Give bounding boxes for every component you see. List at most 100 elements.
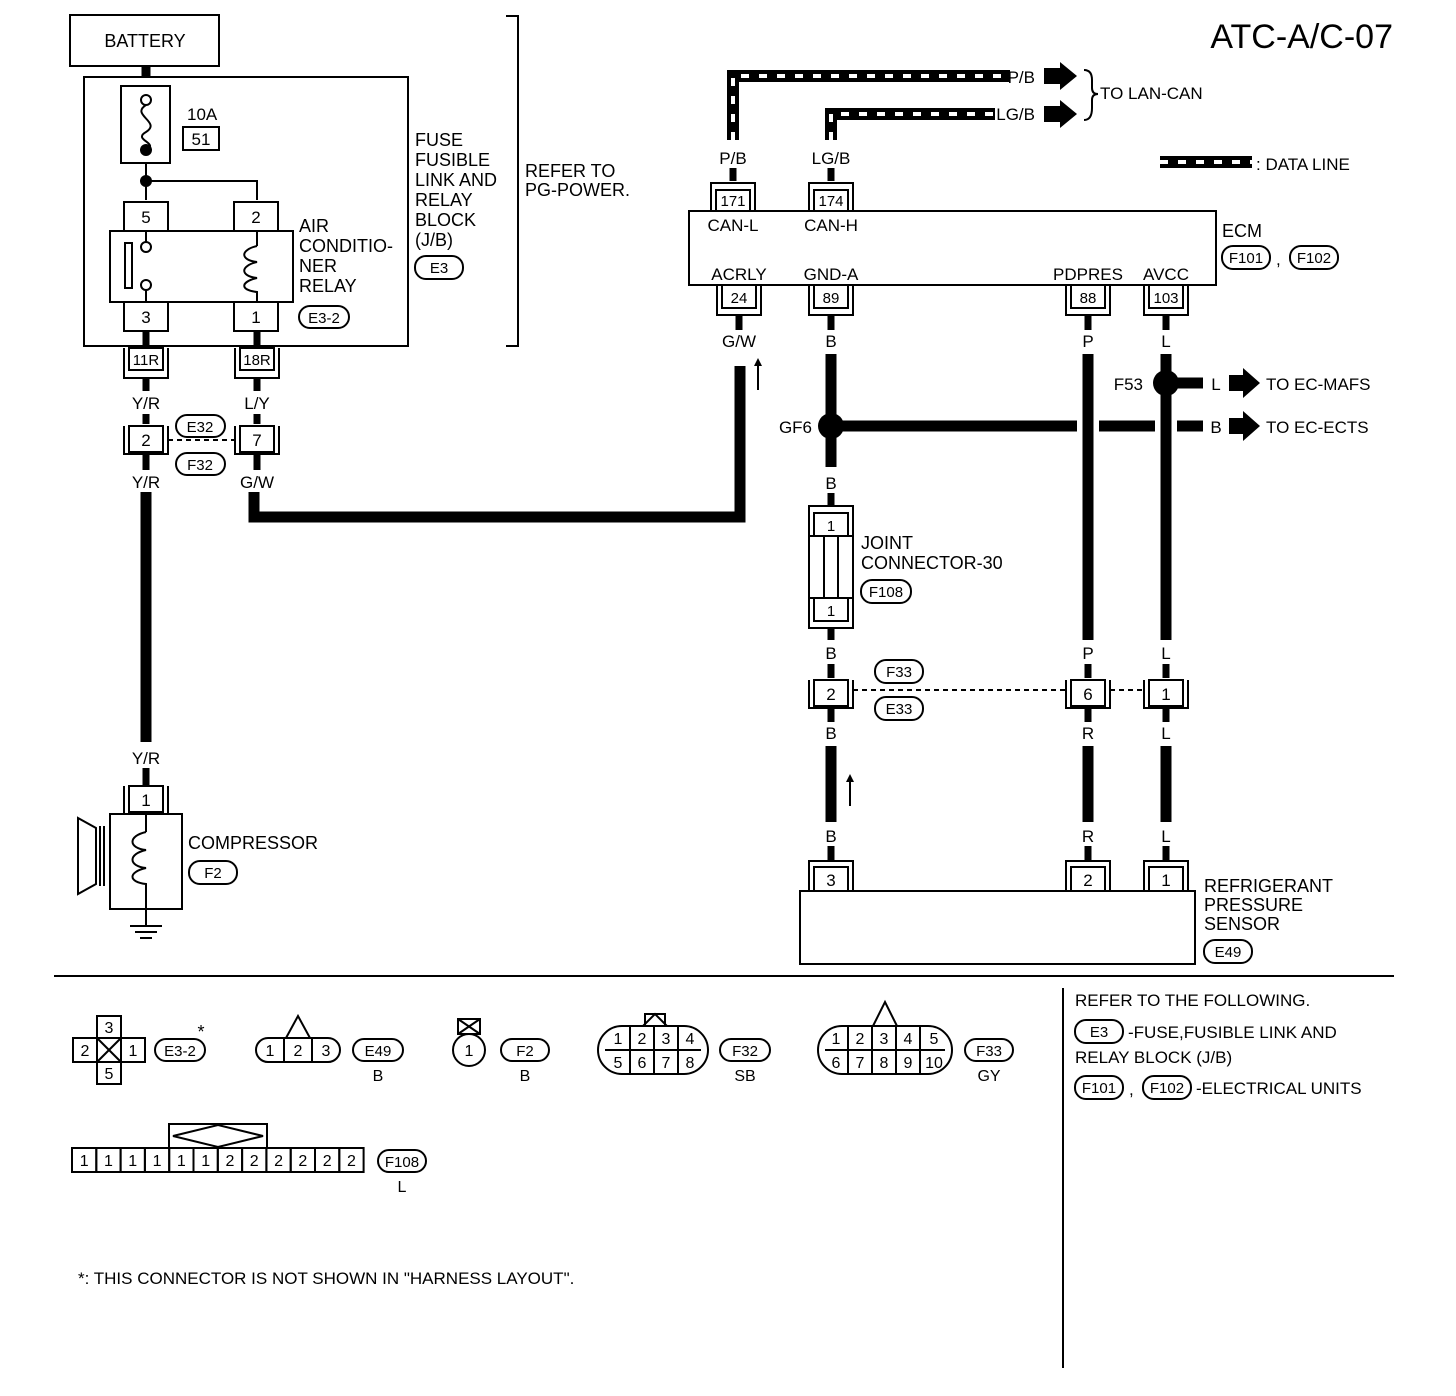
- svg-text:7: 7: [252, 431, 261, 450]
- data-line-lgb: [825, 108, 995, 140]
- f108-pin-cell: 2: [216, 1147, 244, 1173]
- wire-color-r-2: R: [1082, 827, 1094, 846]
- legend-f2-color: B: [520, 1068, 531, 1085]
- ecm-can-l: CAN-L: [707, 216, 758, 235]
- svg-text:10: 10: [925, 1055, 943, 1072]
- sensor-label-2: PRESSURE: [1204, 895, 1303, 915]
- e3-2-connector-face: 3 2 1 5: [72, 1015, 146, 1085]
- relay-label-1: AIR: [299, 216, 329, 236]
- svg-text:9: 9: [904, 1055, 913, 1072]
- svg-text:2: 2: [856, 1031, 865, 1048]
- gf6-label: GF6: [779, 418, 812, 437]
- svg-text:4: 4: [904, 1031, 913, 1048]
- refer-e3-desc-1: -FUSE,FUSIBLE LINK AND: [1128, 1023, 1337, 1042]
- compressor-connector: F2: [204, 865, 222, 882]
- ecm-pin-103: 103: [1143, 284, 1189, 316]
- svg-text:3: 3: [105, 1020, 114, 1037]
- f108-pin-cell: 1: [119, 1147, 146, 1173]
- sensor-pin-1: 1: [1143, 860, 1189, 892]
- relay-label-3: NER: [299, 256, 337, 276]
- svg-text:3: 3: [880, 1031, 889, 1048]
- fuse-rating: 10A: [187, 105, 218, 124]
- jb-connector: E3: [430, 260, 448, 277]
- e49-connector-face: 1 2 3: [255, 1013, 341, 1063]
- compressor-coil-icon: [131, 814, 147, 909]
- svg-text:3: 3: [141, 308, 150, 327]
- data-line-legend: : DATA LINE: [1256, 155, 1350, 174]
- svg-text:3: 3: [826, 871, 835, 890]
- wire-color-yr-3: Y/R: [132, 749, 160, 768]
- ecm-avcc: AVCC: [1143, 265, 1189, 284]
- sensor-pin-2: 2: [1065, 860, 1111, 892]
- f108-pin-cell: 2: [241, 1147, 268, 1173]
- wire-color-pb: P/B: [719, 149, 746, 168]
- legend-e49-color: B: [373, 1068, 384, 1085]
- svg-text:1: 1: [465, 1043, 474, 1060]
- page-id: ATC-A/C-07: [1210, 18, 1393, 56]
- wire-color-l-3: L: [1161, 724, 1170, 743]
- ecm-pin-88: 88: [1065, 284, 1111, 316]
- relay-label-2: CONDITIO-: [299, 236, 393, 256]
- refer-f102: F102: [1150, 1080, 1184, 1097]
- wire-color-ly: L/Y: [244, 394, 270, 413]
- svg-text:7: 7: [856, 1055, 865, 1072]
- svg-text:1: 1: [153, 1153, 162, 1170]
- legend-f32-color: SB: [734, 1068, 755, 1085]
- f108-pin-cell: 1: [168, 1147, 195, 1173]
- wire-color-b-3: B: [825, 644, 836, 663]
- legend-f108-color: L: [398, 1179, 407, 1196]
- jb-label-2: FUSIBLE: [415, 150, 490, 170]
- joint-label-2: CONNECTOR-30: [861, 553, 1003, 573]
- relay-pin-2: 2: [233, 201, 279, 232]
- sensor-box: [799, 890, 1196, 965]
- data-line-pb: [727, 70, 1010, 140]
- joint-label-1: JOINT: [861, 533, 913, 553]
- svg-text:3: 3: [662, 1031, 671, 1048]
- svg-text:5: 5: [105, 1066, 114, 1083]
- svg-text:2: 2: [323, 1153, 332, 1170]
- wire-color-yr-2: Y/R: [132, 473, 160, 492]
- ecm-pdpres: PDPRES: [1053, 265, 1123, 284]
- ecm-acrly: ACRLY: [711, 265, 766, 284]
- e32-f32-pin-7: 7: [234, 425, 280, 455]
- e32-connector: E32: [187, 419, 214, 436]
- wire-color-b-1: B: [825, 332, 836, 351]
- ecm-pin-171: 171: [710, 182, 756, 212]
- wire-color-lgb: LG/B: [812, 149, 851, 168]
- power-bracket: [506, 15, 519, 347]
- to-mafs-label: TO EC-MAFS: [1266, 375, 1371, 394]
- joint-pin-bottom: 1: [808, 597, 854, 629]
- svg-text:1: 1: [104, 1153, 113, 1170]
- ecm-pin-174: 174: [808, 182, 854, 212]
- f108-pin-cell: 2: [314, 1147, 341, 1173]
- refer-power-1: REFER TO: [525, 161, 615, 181]
- legend-e3-2: E3-2: [164, 1043, 196, 1060]
- ecm-connector-f102: F102: [1297, 250, 1331, 267]
- wire-color-l-1: L: [1161, 332, 1170, 351]
- svg-text:5: 5: [141, 208, 150, 227]
- svg-text:103: 103: [1153, 290, 1178, 307]
- refer-e3-desc-2: RELAY BLOCK (J/B): [1075, 1048, 1232, 1067]
- f32-connector-face: 1 2 3 4 5 6 7 8: [597, 1012, 709, 1075]
- jb-label-1: FUSE: [415, 130, 463, 150]
- svg-text:24: 24: [731, 290, 748, 307]
- svg-text:3: 3: [322, 1043, 331, 1060]
- svg-text:1: 1: [251, 308, 260, 327]
- svg-text:2: 2: [141, 431, 150, 450]
- mafs-arrow: [1229, 368, 1260, 398]
- jb-terminal-18r: 18R: [234, 347, 280, 379]
- svg-text:2: 2: [274, 1153, 283, 1170]
- wire-color-p-2: P: [1082, 644, 1093, 663]
- svg-text:2: 2: [1083, 871, 1092, 890]
- lan-can-label: TO LAN-CAN: [1100, 84, 1203, 103]
- refer-power-2: PG-POWER.: [525, 180, 630, 200]
- sensor-label-1: REFRIGERANT: [1204, 876, 1333, 896]
- wire-color-l-4: L: [1161, 827, 1170, 846]
- joint-pin-top: 1: [808, 505, 854, 537]
- wire-gw: [248, 366, 746, 523]
- svg-text:89: 89: [823, 290, 840, 307]
- svg-text:1: 1: [832, 1031, 841, 1048]
- svg-text:2: 2: [81, 1043, 90, 1060]
